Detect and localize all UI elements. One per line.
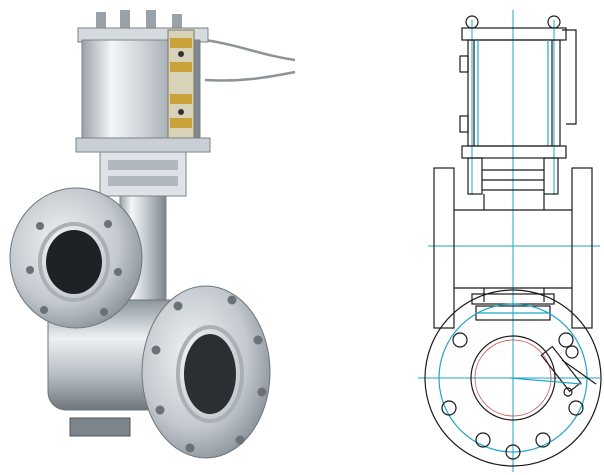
drawing-lever: [509, 345, 597, 397]
cable: [204, 38, 296, 62]
valve-photo-icon: [9, 10, 296, 459]
right-flange: [141, 285, 271, 459]
drawing-flange: [424, 289, 602, 467]
drawing-actuator: [459, 15, 577, 195]
actuator-top-bolts: [96, 10, 182, 36]
valve-technical-drawing-icon: [418, 10, 602, 472]
actuator-bottom-plate: [75, 137, 211, 153]
valve-drawing-panel: [300, 0, 604, 475]
yoke: [99, 151, 187, 197]
valve-photo-panel: [0, 0, 300, 475]
left-flange: [9, 187, 143, 329]
drawing-valve-body: [433, 167, 593, 329]
bottom-bracket: [69, 417, 131, 437]
limit-switch-block: [167, 29, 195, 141]
cable: [204, 70, 296, 82]
centerlines: [418, 10, 600, 472]
